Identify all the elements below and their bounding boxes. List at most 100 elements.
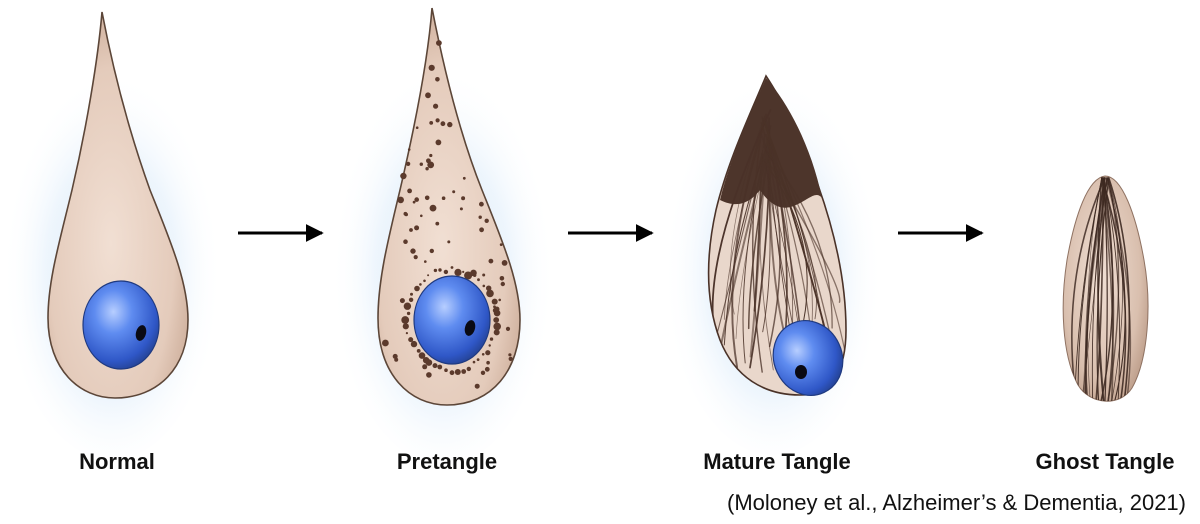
tau-dot	[405, 332, 408, 335]
tau-dot	[508, 353, 512, 357]
tau-dot	[454, 268, 462, 276]
fibril-strand	[723, 131, 763, 320]
normal-nucleus	[82, 280, 160, 370]
pretangle-neuron	[331, 7, 555, 465]
fibril-strand	[731, 113, 768, 369]
tau-dot	[478, 215, 482, 219]
tau-dot	[423, 279, 426, 283]
tau-dot	[461, 369, 467, 374]
tau-dot	[452, 190, 456, 194]
tau-dot	[409, 228, 413, 232]
fibril-strand	[765, 120, 801, 325]
tau-dot	[493, 329, 500, 336]
stage-label-pretangle: Pretangle	[396, 449, 498, 474]
tau-dot	[438, 268, 442, 272]
tau-dot	[427, 274, 430, 277]
tau-dot	[443, 269, 449, 275]
ghost-fibril-strands	[1071, 177, 1132, 402]
tau-dot	[498, 298, 502, 302]
tau-dot	[444, 368, 448, 373]
ghost-tangle	[1062, 175, 1149, 402]
tau-dot	[493, 322, 502, 331]
tau-dot	[425, 92, 431, 99]
tau-dot	[464, 271, 473, 280]
tau-dot	[426, 372, 432, 378]
fibril-strand	[765, 150, 817, 320]
tau-dot	[481, 353, 485, 356]
tau-dot	[407, 188, 412, 194]
tau-dot	[427, 161, 435, 169]
tau-dot	[447, 240, 451, 244]
tau-dot	[410, 292, 413, 296]
tau-dot	[413, 255, 418, 260]
tau-dot	[462, 270, 465, 273]
tau-dot	[433, 103, 439, 109]
tau-dot	[488, 258, 494, 264]
tau-dot	[416, 349, 421, 353]
tau-dot	[485, 350, 491, 356]
tau-dot	[435, 118, 440, 123]
tau-dot	[429, 204, 437, 212]
tau-dot	[406, 311, 411, 316]
tau-dot	[410, 340, 418, 348]
tau-dot	[429, 121, 434, 125]
tau-dot	[488, 344, 491, 347]
fibril-strand	[1100, 177, 1114, 402]
fibril-strand	[766, 129, 794, 347]
tau-dot	[422, 357, 430, 364]
fibril-strand	[759, 133, 774, 371]
tau-dot	[419, 162, 423, 166]
fibril-strand	[729, 115, 765, 315]
tau-dot	[424, 195, 430, 201]
tau-dot	[424, 260, 427, 263]
tau-dot	[486, 285, 492, 291]
tau-dot	[462, 176, 466, 180]
normal-nucleolus	[135, 325, 147, 341]
fibril-strand	[752, 127, 763, 373]
tau-dot	[474, 383, 480, 389]
tau-dot	[432, 363, 438, 369]
tau-dot	[499, 276, 505, 281]
tau-dot	[392, 353, 398, 359]
tau-dot	[408, 297, 414, 302]
tau-dot	[461, 196, 466, 201]
fibril-strand	[767, 138, 846, 371]
fibril-strand	[1101, 177, 1127, 402]
tau-dot	[482, 273, 486, 277]
tau-dot	[459, 207, 463, 211]
tau-dot	[422, 364, 428, 370]
fibril-strand	[1071, 177, 1106, 402]
normal-neuron	[2, 11, 222, 460]
tau-deposit-dots	[382, 40, 513, 389]
tau-dot	[508, 356, 513, 361]
fibril-strand	[1097, 177, 1105, 402]
tau-dot	[479, 201, 484, 207]
fibril-strand	[1087, 177, 1102, 402]
fibril-strand	[766, 159, 841, 303]
tau-dot	[486, 360, 490, 365]
fibril-strand	[1108, 177, 1131, 402]
tau-dot	[479, 227, 484, 233]
stage-label-ghost-tangle: Ghost Tangle	[1035, 449, 1175, 474]
tau-dot	[484, 366, 490, 372]
tau-dot	[473, 273, 477, 277]
tau-dot	[403, 211, 408, 216]
stage-label-mature-tangle: Mature Tangle	[703, 449, 851, 474]
tau-dot	[435, 221, 440, 226]
mature-nucleolus	[795, 365, 807, 379]
tau-dot	[414, 197, 420, 202]
tau-dot	[472, 360, 476, 364]
tau-dot	[402, 323, 409, 330]
tau-dot	[486, 289, 494, 298]
citation: (Moloney et al., Alzheimer’s & Dementia,…	[727, 490, 1186, 515]
pretangle-nucleus	[413, 275, 491, 365]
tau-dot	[477, 278, 480, 282]
tau-dot	[489, 337, 494, 341]
tau-dot	[505, 326, 511, 331]
tau-dot	[491, 298, 498, 305]
tau-dot	[435, 139, 442, 146]
tau-dot	[406, 161, 411, 166]
tau-dot	[403, 302, 412, 310]
tau-dot	[418, 352, 426, 359]
